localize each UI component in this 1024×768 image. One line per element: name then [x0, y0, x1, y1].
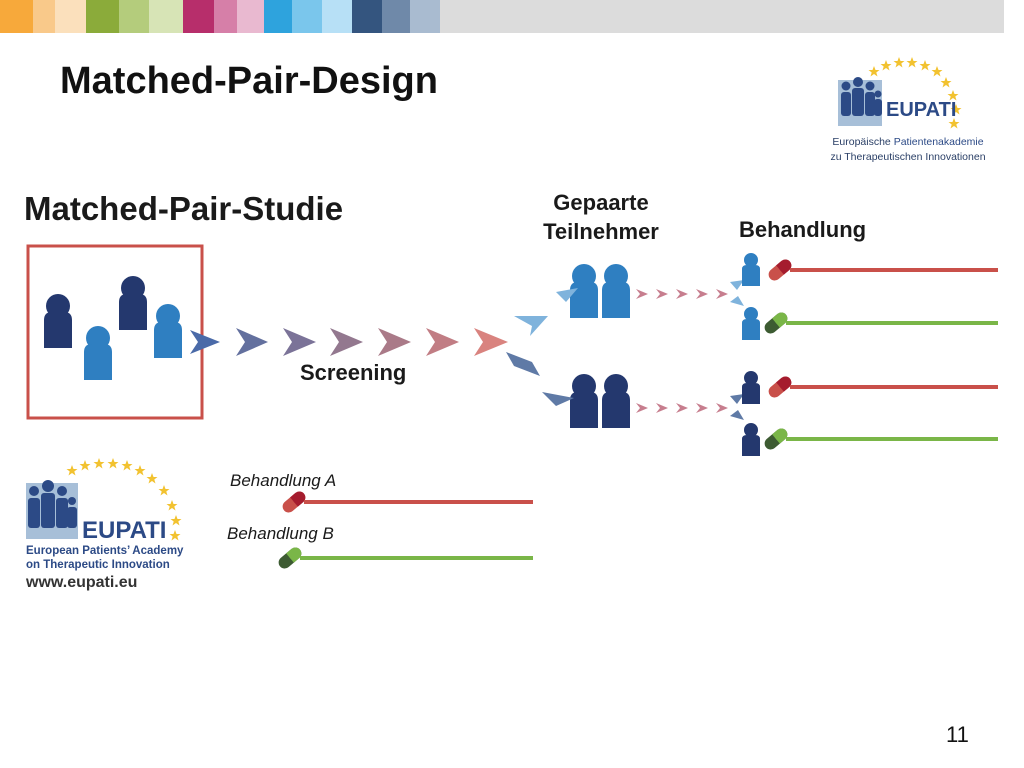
- color-bar-segment: [292, 0, 322, 33]
- eupati-logo-graphic: EUPATI: [26, 458, 182, 544]
- pill-a-icon: [766, 374, 794, 400]
- pair-member-figure: [570, 374, 598, 428]
- eupati-wordmark: EUPATI: [82, 517, 166, 544]
- color-bar-segment: [440, 0, 1004, 33]
- treatment-arm-1a: [742, 253, 998, 286]
- treatment-arm-2b: [742, 423, 998, 456]
- slide-title: Matched-Pair-Design: [60, 60, 438, 102]
- pill-a-icon: [766, 257, 794, 283]
- participant-figure: [44, 294, 72, 348]
- people-group-icon: [838, 77, 882, 126]
- pill-b-icon: [276, 545, 304, 571]
- pair-2-arrows: [636, 403, 728, 413]
- color-bar-segment: [382, 0, 410, 33]
- color-bar-segment: [183, 0, 214, 33]
- legend-a-label: Behandlung A: [230, 471, 337, 490]
- screening-label: Screening: [300, 360, 407, 385]
- study-population-figures: [44, 276, 182, 380]
- legend-b-label: Behandlung B: [227, 524, 334, 543]
- participant-figure: [742, 423, 760, 456]
- header-color-bar: [0, 0, 1024, 33]
- study-population-box: [26, 244, 204, 420]
- pill-b-icon: [762, 310, 790, 336]
- paired-participants-label: Gepaarte Teilnehmer: [543, 190, 659, 244]
- legend-treatment-b: [276, 545, 533, 571]
- color-bar-segment: [214, 0, 237, 33]
- treatment-arm-1b: [742, 307, 998, 340]
- participant-figure: [742, 253, 760, 286]
- color-bar-segment: [264, 0, 292, 33]
- color-bar-segment: [322, 0, 352, 33]
- logo-top-line2: zu Therapeutischen Innovationen: [830, 151, 986, 163]
- color-bar-segment: [86, 0, 119, 33]
- treatment-label: Behandlung: [739, 217, 867, 242]
- matched-pair-2: [542, 374, 744, 428]
- eupati-url: www.eupati.eu: [26, 574, 138, 591]
- participant-figure: [119, 276, 147, 330]
- page-number: 11: [946, 722, 969, 747]
- color-bar-segment: [0, 0, 33, 33]
- study-label: Matched-Pair-Studie: [24, 190, 344, 227]
- matched-pair-1: [556, 264, 744, 318]
- color-bar-segment: [352, 0, 382, 33]
- eu-star-arc-icon: [66, 458, 182, 541]
- split-arrow-down: [506, 352, 540, 376]
- pair-1-arrows: [636, 289, 728, 299]
- split-arrow-up: [514, 316, 548, 336]
- logo-top-line1: Europäische Patientenakademie: [832, 136, 984, 148]
- treatment-arm-2a: [742, 371, 998, 404]
- participant-figure: [742, 371, 760, 404]
- eupati-logo-graphic: EUPATI: [838, 57, 962, 129]
- color-bar-segment: [237, 0, 264, 33]
- participant-figure: [742, 307, 760, 340]
- legend-treatment-a: [280, 489, 533, 515]
- logo-bottom-line2: on Therapeutic Innovation: [26, 559, 170, 571]
- eupati-logo-top: EUPATI Europäische Patientenakademie zu …: [808, 50, 1008, 170]
- color-bar-segment: [149, 0, 183, 33]
- screening-arrows: [190, 328, 508, 356]
- eu-star-arc-icon: [868, 57, 962, 129]
- pair-member-figure: [602, 264, 630, 318]
- pill-b-icon: [762, 426, 790, 452]
- color-bar-segment: [33, 0, 55, 33]
- color-bar-segment: [55, 0, 86, 33]
- pair-member-figure: [602, 374, 630, 428]
- eupati-logo-bottom: EUPATI European Patients’ Academy on The…: [22, 455, 222, 595]
- people-group-icon: [26, 480, 78, 539]
- pill-a-icon: [280, 489, 308, 515]
- color-bar-segment: [410, 0, 440, 33]
- participant-figure: [84, 326, 112, 380]
- eupati-wordmark: EUPATI: [886, 99, 956, 121]
- participant-figure: [154, 304, 182, 358]
- color-bar-segment: [119, 0, 149, 33]
- logo-bottom-line1: European Patients’ Academy: [26, 545, 184, 557]
